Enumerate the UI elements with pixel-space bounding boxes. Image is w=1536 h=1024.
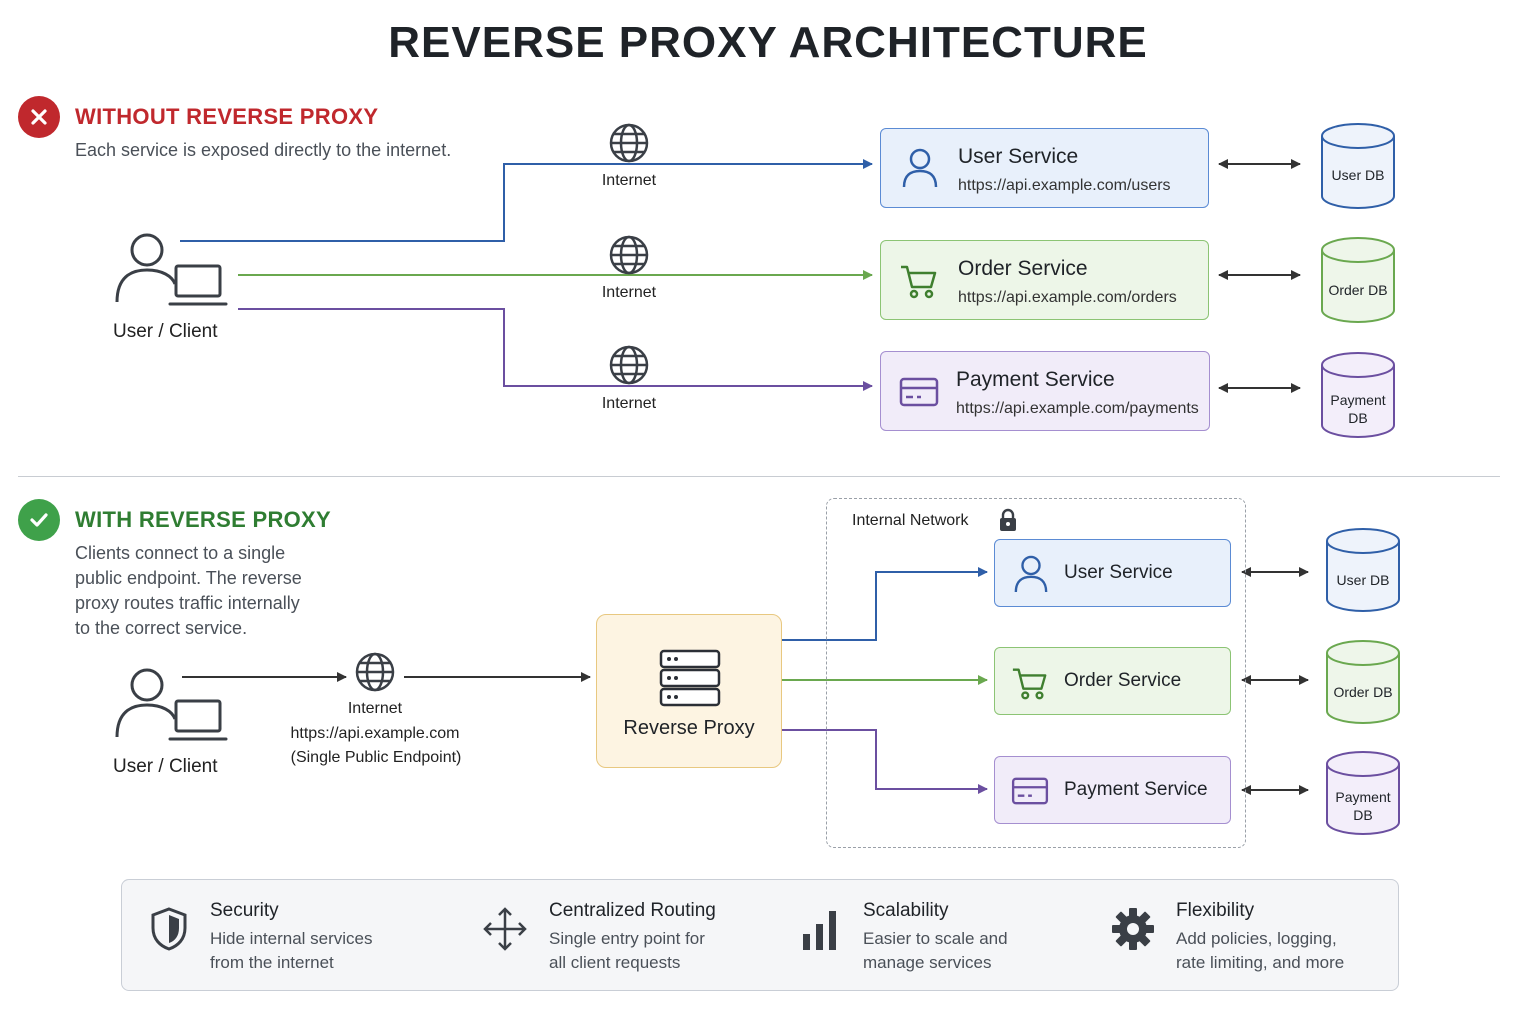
db-cylinder-user-top: User DB <box>1320 122 1396 210</box>
db-cylinder-payment-top: Payment DB <box>1320 351 1396 439</box>
shield-icon <box>151 907 187 951</box>
without-heading: WITHOUT REVERSE PROXY <box>75 104 379 129</box>
check-badge <box>18 499 60 541</box>
service-name: User Service <box>1064 562 1173 583</box>
benefit-desc: Add policies, logging, rate limiting, an… <box>1176 927 1406 975</box>
db-label: Payment DB <box>1335 789 1391 823</box>
with-description-line: proxy routes traffic internally <box>75 593 300 613</box>
check-icon <box>30 513 48 527</box>
internal-network-boundary <box>826 498 1246 848</box>
lock-icon <box>1000 508 1016 531</box>
benefit-desc-line: Hide internal services <box>210 929 373 948</box>
payment-service-box-bottom: Payment Service <box>994 756 1231 824</box>
wire-client-payment-service <box>238 308 873 391</box>
user-client-icon <box>115 668 228 741</box>
benefit-desc-line: rate limiting, and more <box>1176 953 1345 972</box>
with-description: Clients connect to a single public endpo… <box>75 541 375 641</box>
db-cylinder-order-top: Order DB <box>1320 236 1396 324</box>
benefit-desc-line: all client requests <box>549 953 681 972</box>
service-url: https://api.example.com/payments <box>956 400 1199 417</box>
cart-icon <box>1012 668 1047 700</box>
benefit-desc: Single entry point for all client reques… <box>549 927 779 975</box>
endpoint-note: (Single Public Endpoint) <box>290 749 462 766</box>
user-service-box-bottom: User Service <box>994 539 1231 607</box>
move-arrows-icon <box>483 907 527 951</box>
globe-icon <box>609 345 649 385</box>
db-label: Order DB <box>1328 282 1388 298</box>
globe-icon <box>355 652 395 692</box>
database-icon <box>1326 751 1400 835</box>
db-label: Payment DB <box>1330 392 1386 426</box>
db-label: Order DB <box>1333 684 1393 700</box>
benefit-desc-line: Add policies, logging, <box>1176 929 1337 948</box>
globe-icon <box>609 123 649 163</box>
cart-icon <box>901 265 937 299</box>
endpoint-url: https://api.example.com <box>290 725 460 742</box>
internet-label-3: Internet <box>601 395 657 412</box>
service-name: Payment Service <box>1064 779 1208 800</box>
server-icon <box>659 649 721 707</box>
client-label-bottom: User / Client <box>113 756 218 777</box>
benefit-title: Security <box>210 900 279 921</box>
db-label: User DB <box>1336 572 1390 588</box>
without-description: Each service is exposed directly to the … <box>75 140 452 160</box>
globe-icon <box>609 235 649 275</box>
benefit-desc: Easier to scale and manage services <box>863 927 1093 975</box>
bar-chart-icon <box>803 911 836 950</box>
user-service-box-top: User Service https://api.example.com/use… <box>880 128 1209 208</box>
user-icon <box>902 148 938 188</box>
wire-proxy-payment-service <box>782 729 988 794</box>
service-name: User Service <box>958 145 1079 168</box>
db-cylinder-payment-bottom: Payment DB <box>1325 750 1401 836</box>
internet-label-2: Internet <box>601 284 657 301</box>
benefit-desc: Hide internal services from the internet <box>210 927 440 975</box>
benefit-title: Centralized Routing <box>549 900 716 921</box>
benefit-desc-line: manage services <box>863 953 992 972</box>
x-icon <box>31 109 47 125</box>
benefit-desc-line: Easier to scale and <box>863 929 1008 948</box>
with-heading: WITH REVERSE PROXY <box>75 507 331 532</box>
service-url: https://api.example.com/orders <box>958 289 1177 306</box>
gear-icon <box>1112 908 1154 950</box>
x-badge <box>18 96 60 138</box>
internet-label-bottom: Internet <box>347 700 403 717</box>
page-title: REVERSE PROXY ARCHITECTURE <box>388 18 1148 67</box>
with-description-line: to the correct service. <box>75 618 248 638</box>
card-icon <box>1011 777 1049 805</box>
database-icon <box>1326 528 1400 612</box>
with-description-line: Clients connect to a single <box>75 543 286 563</box>
with-description-line: public endpoint. The reverse <box>75 568 302 588</box>
benefit-title: Scalability <box>863 900 949 921</box>
service-name: Order Service <box>1064 670 1182 691</box>
order-service-box-top: Order Service https://api.example.com/or… <box>880 240 1209 320</box>
internal-network-label: Internal Network <box>852 512 969 529</box>
payment-service-box-top: Payment Service https://api.example.com/… <box>880 351 1210 431</box>
database-icon <box>1321 352 1395 438</box>
reverse-proxy-label: Reverse Proxy <box>623 717 755 739</box>
benefit-title: Flexibility <box>1176 900 1255 921</box>
database-icon <box>1326 640 1400 724</box>
service-name: Payment Service <box>956 368 1115 391</box>
database-icon <box>1321 123 1395 209</box>
reverse-proxy-box: Reverse Proxy <box>596 614 782 768</box>
db-label: User DB <box>1331 167 1385 183</box>
wire-client-user-service <box>180 159 873 242</box>
order-service-box-bottom: Order Service <box>994 647 1231 715</box>
database-icon <box>1321 237 1395 323</box>
service-name: Order Service <box>958 257 1088 280</box>
service-url: https://api.example.com/users <box>958 177 1171 194</box>
card-icon <box>899 377 939 407</box>
db-cylinder-order-bottom: Order DB <box>1325 639 1401 725</box>
user-client-icon <box>115 233 228 306</box>
section-divider <box>18 476 1500 477</box>
wire-proxy-user-service <box>782 567 988 641</box>
benefit-desc-line: from the internet <box>210 953 334 972</box>
benefits-panel: Security Hide internal services from the… <box>121 879 1399 991</box>
internet-label-1: Internet <box>601 172 657 189</box>
db-cylinder-user-bottom: User DB <box>1325 527 1401 613</box>
benefit-desc-line: Single entry point for <box>549 929 705 948</box>
user-icon <box>1014 555 1048 593</box>
client-label-top: User / Client <box>113 321 218 342</box>
